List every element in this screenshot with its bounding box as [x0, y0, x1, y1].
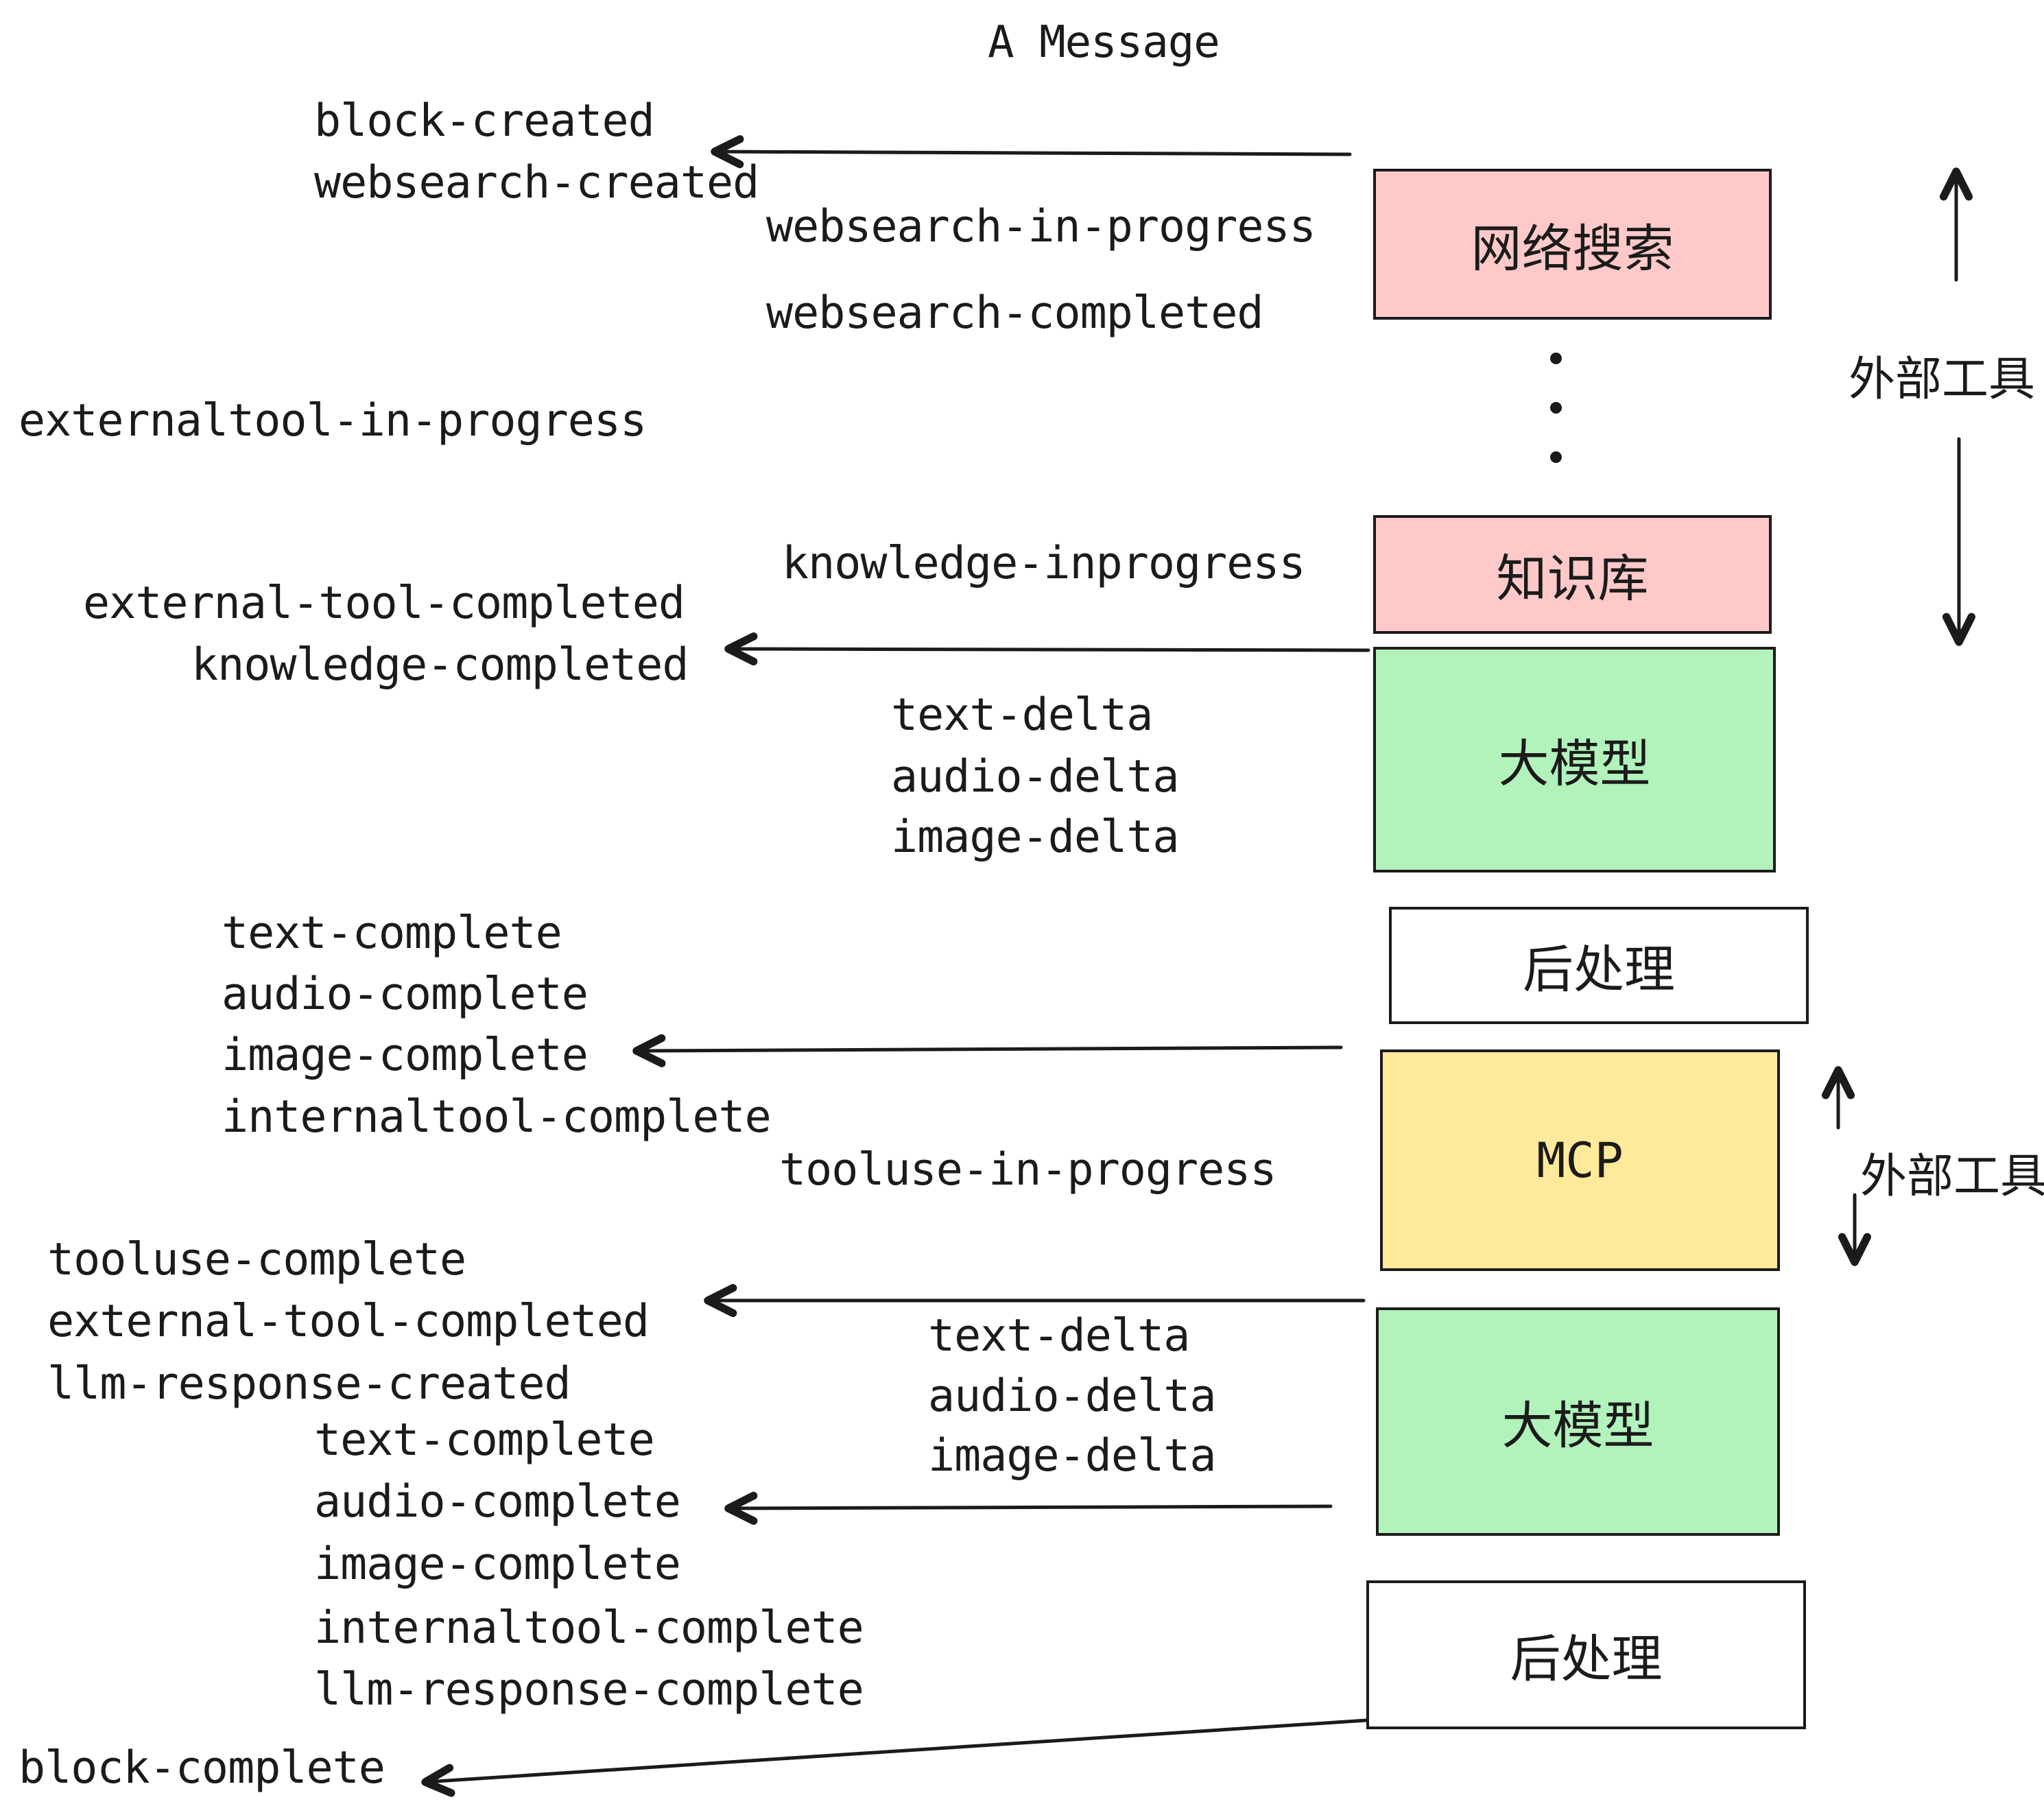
event-audio-complete-1: audio-complete — [222, 969, 589, 1020]
event-audio-delta-1: audio-delta — [891, 751, 1179, 803]
event-websearch-completed: websearch-completed — [766, 287, 1264, 339]
node-websearch-label: 网络搜索 — [1471, 219, 1674, 278]
event-websearch-in-progress: websearch-in-progress — [766, 201, 1316, 252]
event-knowledge-completed: knowledge-completed — [191, 639, 689, 691]
node-postprocess-1: 后处理 — [1389, 907, 1809, 1024]
node-mcp: MCP — [1380, 1049, 1780, 1271]
ellipsis-dot — [1550, 353, 1562, 364]
node-websearch: 网络搜索 — [1373, 169, 1772, 320]
event-tooluse-in-progress: tooluse-in-progress — [779, 1144, 1277, 1196]
event-block-created: block-created — [314, 95, 655, 147]
event-text-delta-2: text-delta — [928, 1310, 1190, 1362]
event-external-tool-completed-1: external-tool-completed — [83, 578, 685, 629]
event-image-delta-2: image-delta — [928, 1430, 1216, 1482]
event-audio-delta-2: audio-delta — [928, 1370, 1216, 1422]
diagram-title: A Message — [988, 17, 1220, 68]
node-postprocess-2: 后处理 — [1366, 1580, 1806, 1729]
event-image-complete-1: image-complete — [222, 1030, 589, 1081]
node-knowledge: 知识库 — [1373, 515, 1772, 634]
event-audio-complete-2: audio-complete — [314, 1476, 681, 1528]
event-internaltool-complete-1: internaltool-complete — [222, 1091, 772, 1143]
event-image-delta-1: image-delta — [891, 811, 1179, 863]
event-websearch-created: websearch-created — [314, 157, 759, 209]
event-internaltool-complete-2: internaltool-complete — [314, 1602, 864, 1654]
annotation-external-tools-mcp: 外部工具 — [1860, 1150, 2044, 1204]
node-llm-1-label: 大模型 — [1498, 735, 1651, 794]
annotation-external-tools-top: 外部工具 — [1849, 353, 2036, 407]
event-knowledge-inprogress: knowledge-inprogress — [782, 538, 1306, 589]
arrow-knowledge-completed — [724, 632, 1370, 666]
node-postprocess-1-label: 后处理 — [1523, 940, 1675, 999]
node-postprocess-2-label: 后处理 — [1510, 1630, 1663, 1689]
arrow-internaltool-complete — [632, 1034, 1343, 1067]
event-llm-response-created: llm-response-created — [47, 1358, 571, 1410]
event-externaltool-in-progress: externaltool-in-progress — [19, 395, 647, 447]
node-mcp-label: MCP — [1536, 1132, 1624, 1189]
event-external-tool-completed-2: external-tool-completed — [47, 1296, 650, 1347]
ellipsis-dot — [1550, 402, 1562, 414]
event-image-complete-2: image-complete — [314, 1539, 681, 1590]
ellipsis-dot — [1550, 451, 1562, 463]
event-text-delta-1: text-delta — [891, 689, 1153, 741]
node-knowledge-label: 知识库 — [1496, 549, 1649, 608]
event-llm-response-complete: llm-response-complete — [314, 1664, 864, 1716]
arrow-llm2-complete — [724, 1491, 1333, 1525]
event-text-complete-2: text-complete — [314, 1414, 655, 1466]
event-text-complete-1: text-complete — [222, 907, 562, 959]
event-block-complete: block-complete — [19, 1742, 385, 1794]
node-llm-2-label: 大模型 — [1501, 1397, 1654, 1456]
event-tooluse-complete: tooluse-complete — [47, 1234, 466, 1285]
arrow-block-complete — [421, 1718, 1368, 1797]
arrow-websearch-created — [711, 135, 1352, 169]
node-llm-1: 大模型 — [1373, 647, 1776, 873]
node-llm-2: 大模型 — [1376, 1307, 1780, 1536]
